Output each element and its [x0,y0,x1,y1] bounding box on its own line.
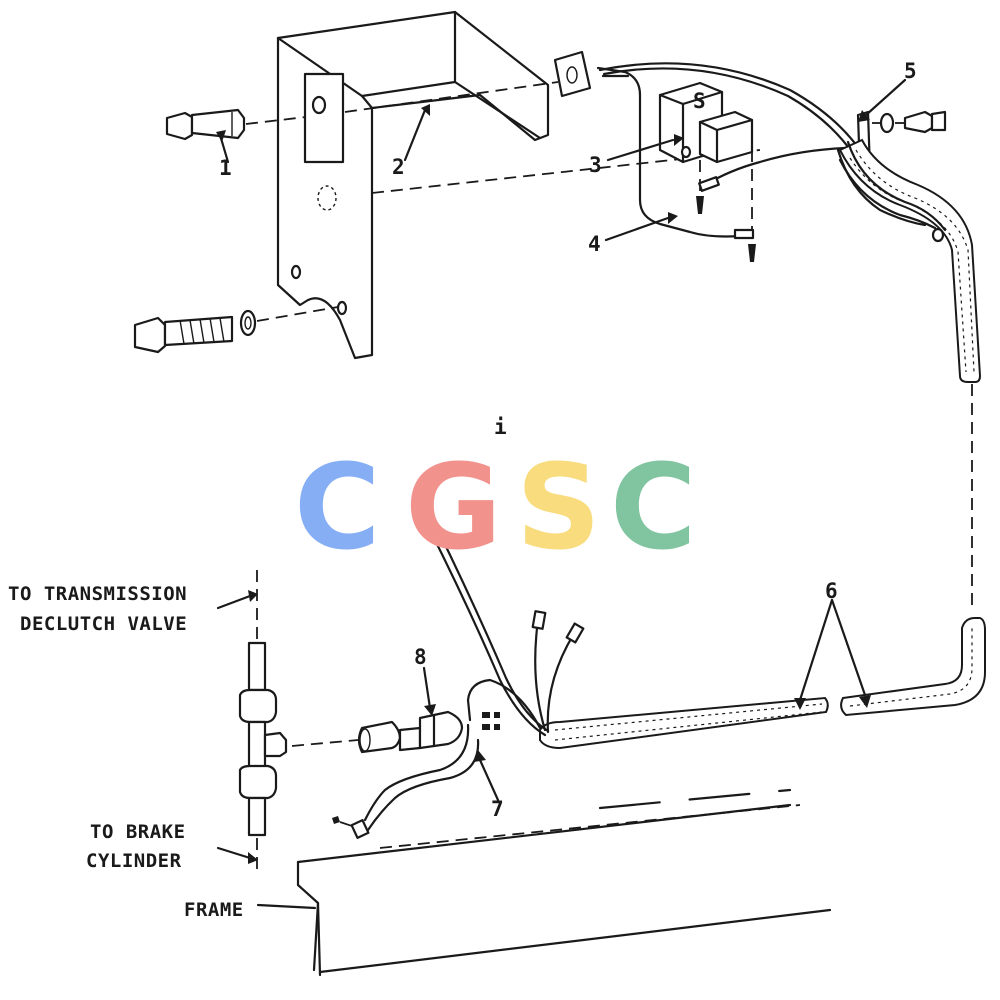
label-declutch-valve: DECLUTCH VALVE [20,613,187,635]
upper-harness [836,138,982,383]
bolt-long [133,306,339,354]
tee-fitting [238,570,288,870]
callout-8: 8 [414,645,427,669]
screws [696,150,756,262]
bolt-short [165,108,307,141]
label-cylinder: CYLINDER [86,850,182,872]
label-to-brake: TO BRAKE [90,821,186,843]
callout-1: 1 [219,156,232,180]
vehicle-frame [296,788,832,977]
label-frame: FRAME [184,899,244,921]
callout-5: 5 [904,59,917,83]
callout-7: 7 [491,797,504,821]
leader-lines [216,78,907,910]
switch-assembly: S [658,81,754,164]
lower-harness [539,617,986,750]
terminal-screws [482,712,500,730]
gasket-plate [553,50,592,98]
watermark-letter-3: S [516,438,601,576]
label-to-transmission: TO TRANSMISSION [8,583,187,605]
callout-3: 3 [589,153,602,177]
pressure-switch [291,710,464,754]
callout-numbers: 1 2 3 4 5 6 7 8 i [219,59,917,821]
callout-2: 2 [392,155,405,179]
ring-terminal [332,816,370,839]
watermark-letter-1: C [294,438,381,576]
mark-i: i [494,415,507,439]
watermark-logo: C G S C [294,438,697,576]
callout-6: 6 [825,579,838,603]
lower-wires [363,526,585,832]
mounting-bracket [276,10,550,360]
text-labels: TO TRANSMISSION DECLUTCH VALVE TO BRAKE … [8,583,244,921]
watermark-letter-4: C [610,438,697,576]
svg-text:S: S [693,89,706,113]
callout-4: 4 [588,232,601,256]
switch-wires [596,62,862,240]
watermark-letter-2: G [405,438,502,576]
